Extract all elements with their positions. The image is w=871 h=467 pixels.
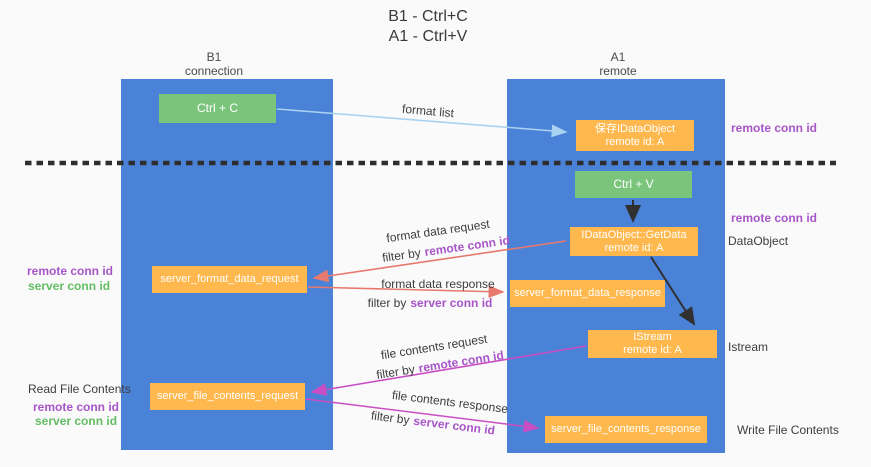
server-conn-id-text: server conn id <box>410 296 493 310</box>
annotation-server-conn-id-left-bottom: server conn id <box>35 414 118 428</box>
title-line-1: B1 - Ctrl+C <box>388 8 468 25</box>
node-ctrl-c: Ctrl + C <box>159 94 276 123</box>
node-ctrl-c-label: Ctrl + C <box>196 101 238 115</box>
right-column-name: A1 <box>610 50 626 64</box>
right-column-header: A1 remote <box>553 50 683 78</box>
node-istream-line1: IStream <box>633 331 672 343</box>
node-server-file-contents-request-label: server_file_contents_request <box>156 390 299 402</box>
filter-by-text: filter by <box>367 296 407 310</box>
left-column-header: B1 connection <box>149 50 279 78</box>
node-server-format-data-request-label: server_format_data_request <box>160 273 299 285</box>
filter-by-text: filter by <box>370 408 411 428</box>
annotation-dataobject: DataObject <box>728 234 789 248</box>
node-server-format-data-request: server_format_data_request <box>152 266 307 293</box>
node-ctrl-v-label: Ctrl + V <box>613 177 654 191</box>
node-save-idataobject-line2: remote id: A <box>605 135 665 148</box>
annotation-write-file-contents: Write File Contents <box>737 423 839 437</box>
title-line-2: A1 - Ctrl+V <box>388 28 468 45</box>
left-column-subtitle: connection <box>184 64 244 78</box>
right-column-subtitle: remote <box>599 64 637 78</box>
node-istream: IStream remote id: A <box>588 330 717 358</box>
annotation-read-file-contents: Read File Contents <box>28 382 131 396</box>
node-server-file-contents-request: server_file_contents_request <box>150 383 305 410</box>
node-save-idataobject: 保存IDataObject remote id: A <box>576 120 694 151</box>
left-column-name: B1 <box>206 50 222 64</box>
node-getdata-line2: remote id: A <box>604 241 664 254</box>
diagram-title: B1 - Ctrl+C A1 - Ctrl+V <box>328 7 528 47</box>
node-server-format-data-response: server_format_data_response <box>510 280 665 307</box>
node-server-file-contents-response: server_file_contents_response <box>545 416 707 443</box>
node-server-format-data-response-label: server_format_data_response <box>514 287 661 299</box>
annotation-server-conn-id-left-top: server conn id <box>28 279 111 293</box>
filter-by-text: filter by <box>381 245 422 265</box>
annotation-istream: Istream <box>728 340 769 354</box>
server-conn-id-text: server conn id <box>412 413 496 438</box>
filter-by-text: filter by <box>375 362 416 382</box>
node-ctrl-v: Ctrl + V <box>575 171 692 198</box>
annotation-remote-conn-id-right-top: remote conn id <box>731 121 818 135</box>
flow-label-file-contents-response: file contents response <box>391 387 509 417</box>
node-getdata-line1: IDataObject::GetData <box>581 228 687 241</box>
node-save-idataobject-line1: 保存IDataObject <box>594 122 676 135</box>
node-idataobject-getdata: IDataObject::GetData remote id: A <box>570 227 698 256</box>
flow-label-format-list: format list <box>401 101 455 121</box>
node-server-file-contents-response-label: server_file_contents_response <box>551 423 701 435</box>
annotation-remote-conn-id-right-mid: remote conn id <box>731 211 818 225</box>
node-istream-line2: remote id: A <box>623 344 682 356</box>
annotation-remote-conn-id-left-bottom: remote conn id <box>33 400 120 414</box>
flow-label-format-data-response: format data response <box>381 277 495 291</box>
annotation-remote-conn-id-left-top: remote conn id <box>27 264 114 278</box>
